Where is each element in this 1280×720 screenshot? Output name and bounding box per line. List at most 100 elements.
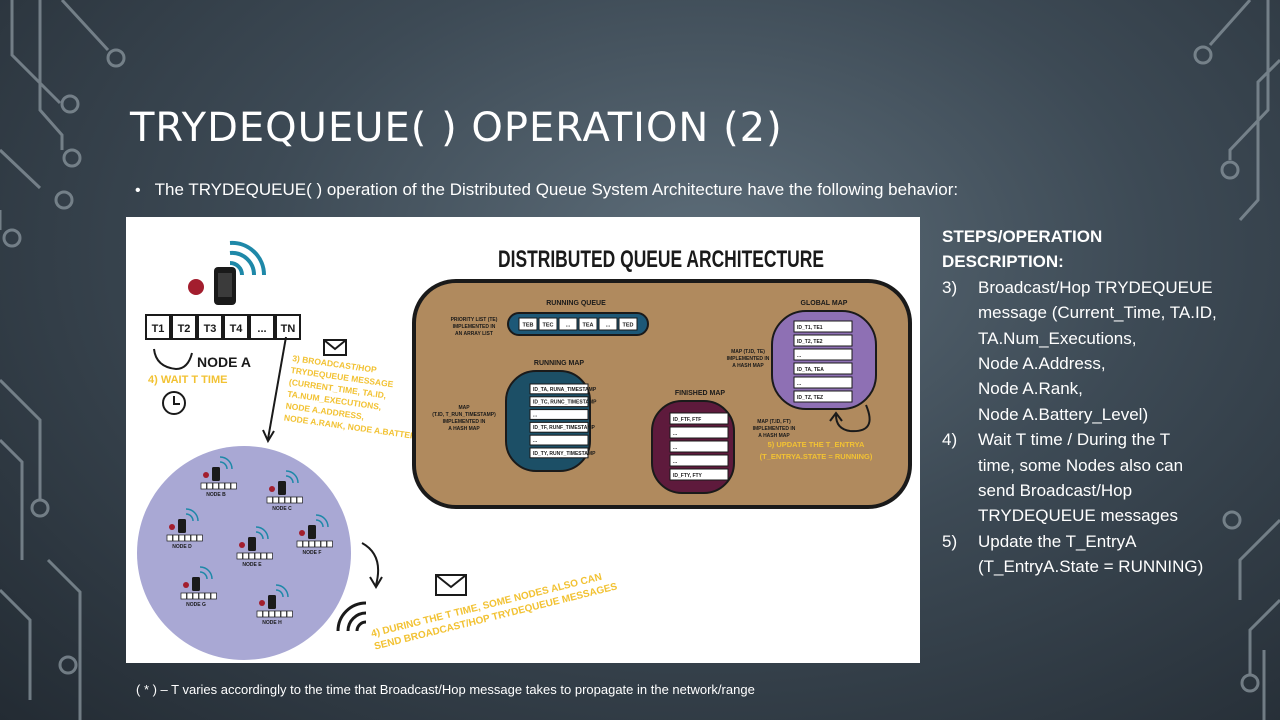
slide-title: TRYDEQUEUE( ) OPERATION (2) xyxy=(130,105,783,151)
queue-cell: TED xyxy=(623,323,634,329)
step-line: TA.Num_Executions, xyxy=(978,328,1137,348)
queue-slot xyxy=(197,314,223,340)
running-queue-label: RUNNING QUEUE xyxy=(546,300,606,307)
rm-desc-line: IMPLEMENTED IN xyxy=(443,419,486,425)
map-row: ID_TZ, TEZ xyxy=(797,395,823,401)
network-node-label: NODE D xyxy=(172,544,192,550)
network-node-label: NODE H xyxy=(262,620,282,626)
network-node: NODE C xyxy=(266,470,303,512)
phone-icon xyxy=(308,525,316,539)
wifi-icon xyxy=(199,566,213,580)
finished-map-rows: ID_FTF, FTF.........ID_FTY, FTY xyxy=(669,412,729,481)
map-row: ID_TC, RUNC_TIMESTAMP xyxy=(533,400,597,406)
wifi-icon xyxy=(219,456,233,470)
step-item: 5) Update the T_EntryA (T_EntryA.State = R… xyxy=(942,529,1242,580)
rm-desc-line: (T.ID, T_RUN_TIMESTAMP) xyxy=(432,412,496,418)
map-row: ID_TA, RUNA_TIMESTAMP xyxy=(533,387,597,393)
bullet-dot: • xyxy=(135,182,141,199)
steps-heading-line: DESCRIPTION: xyxy=(942,252,1064,272)
phone-icon xyxy=(268,595,276,609)
phone-icon xyxy=(248,537,256,551)
steps-heading: STEPS/OPERATION DESCRIPTION: xyxy=(942,224,1242,275)
map-row: ... xyxy=(797,353,802,359)
queue-slot-label: T2 xyxy=(178,323,191,335)
clock-icon xyxy=(162,391,186,415)
step-line: Node A.Battery_Level) xyxy=(978,404,1149,424)
global-map-label: GLOBAL MAP xyxy=(801,300,848,307)
finished-map-desc: MAP (T.ID, FT)IMPLEMENTED INA HASH MAP xyxy=(753,419,796,439)
map-row: ID_T2, TE2 xyxy=(797,339,823,345)
queue-slot-label: T1 xyxy=(152,323,165,335)
network-node: NODE H xyxy=(256,584,293,626)
network-node-label: NODE B xyxy=(206,492,226,498)
gm-desc-line: IMPLEMENTED IN xyxy=(727,356,770,362)
step-line: Wait T time / During the T xyxy=(978,430,1171,450)
wifi-icon xyxy=(315,514,329,528)
update-note-line: (T_ENTRYA.STATE = RUNNING) xyxy=(760,452,873,461)
network-node: NODE G xyxy=(180,566,217,608)
map-row: ID_FTY, FTY xyxy=(673,473,703,479)
bullet-text: The TRYDEQUEUE( ) operation of the Distr… xyxy=(154,180,959,199)
map-row: ID_T1, TE1 xyxy=(797,325,823,331)
wifi-icon xyxy=(285,470,299,484)
network-node: NODE E xyxy=(236,526,273,568)
map-row: ID_FTF, FTF xyxy=(673,417,701,423)
envelope-icon xyxy=(435,574,467,596)
step-line: Node A.Address, xyxy=(978,354,1106,374)
step-line: TRYDEQUEUE messages xyxy=(978,506,1178,526)
wifi-icon xyxy=(185,508,199,522)
queue-slot xyxy=(171,314,197,340)
step-line: Broadcast/Hop TRYDEQUEUE xyxy=(978,277,1213,297)
map-row: ID_TF, RUNF_TIMESTAMP xyxy=(533,425,596,431)
map-row: ... xyxy=(673,459,678,465)
map-row: ... xyxy=(533,412,538,418)
update-note: 5) UPDATE THE T_ENTRYA(T_ENTRYA.STATE = … xyxy=(760,440,873,461)
step-number: 3) xyxy=(942,277,958,297)
network-node: NODE D xyxy=(166,508,203,550)
network-node-label: NODE F xyxy=(303,550,322,556)
step-number: 5) xyxy=(942,531,958,551)
rq-desc-line: PRIORITY LIST (TE) xyxy=(451,317,498,323)
running-map xyxy=(505,370,591,472)
phone-icon xyxy=(278,481,286,495)
bullet-text-row: • The TRYDEQUEUE( ) operation of the Dist… xyxy=(135,180,958,200)
fm-desc-line: A HASH MAP xyxy=(758,433,790,439)
map-row: ... xyxy=(673,431,678,437)
during-note-line: 4) DURING THE T TIME, SOME NODES ALSO CA… xyxy=(370,572,603,640)
finished-map-label: FINISHED MAP xyxy=(675,390,726,397)
queue-slot-label: TN xyxy=(281,323,296,335)
step-line: Node A.Rank, xyxy=(978,379,1083,399)
node-a-label: NODE A xyxy=(197,354,251,370)
queue-slot xyxy=(249,314,275,340)
queue-slot-label: T4 xyxy=(230,323,244,335)
gm-desc-line: MAP (T.ID, TE) xyxy=(731,349,765,355)
queue-cell: ... xyxy=(566,323,571,329)
rq-desc-line: IMPLEMENTED IN xyxy=(453,324,496,330)
fm-desc-line: IMPLEMENTED IN xyxy=(753,426,796,432)
queue-slot xyxy=(145,314,171,340)
step-line: (T_EntryA.State = RUNNING) xyxy=(978,557,1204,577)
envelope-icon xyxy=(323,339,347,356)
queue-slot-label: T3 xyxy=(204,323,217,335)
queue-cell: TEB xyxy=(523,323,534,329)
step-line: time, some Nodes also can xyxy=(978,455,1184,475)
update-loop-arrow xyxy=(835,404,871,433)
steps-heading-line: STEPS/OPERATION xyxy=(942,227,1103,246)
wifi-icon xyxy=(255,526,269,540)
map-row: ... xyxy=(797,381,802,387)
network-nodes: NODE B NODE C NODE D NODE E NODE F NODE G NODE… xyxy=(166,456,333,626)
step-line: Update the T_EntryA xyxy=(978,531,1137,551)
queue-cell: ... xyxy=(606,323,611,329)
rm-desc-line: A HASH MAP xyxy=(448,426,480,432)
queue-cell: TEC xyxy=(543,323,554,329)
wait-label: 4) WAIT T TIME xyxy=(148,374,227,386)
fm-desc-line: MAP (T.ID, FT) xyxy=(757,419,791,425)
footnote: ( * ) – T varies accordingly to the time… xyxy=(136,682,755,697)
step-number: 4) xyxy=(942,430,958,450)
